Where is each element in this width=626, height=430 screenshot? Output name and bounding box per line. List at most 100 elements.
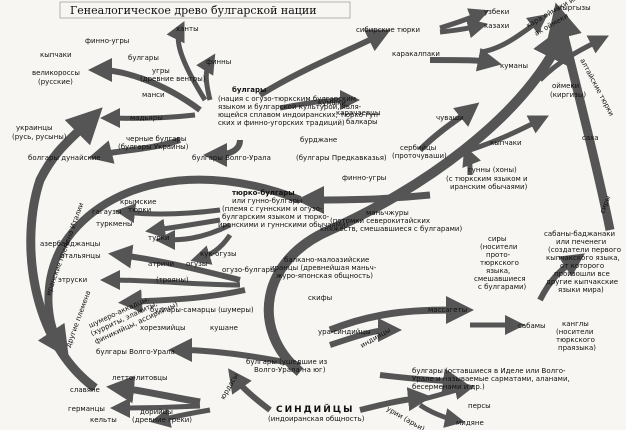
node-kumany: куманы xyxy=(500,62,528,70)
node-letto-litovtsy: летто-литовцы xyxy=(112,374,168,382)
node-protochuvashi: (проточуваши) xyxy=(392,152,447,160)
node-bulgary-ostavshiesya-1: булгары (оставшиеся в Иделе или Волго- xyxy=(412,367,566,375)
node-oguzy: огузы xyxy=(186,260,207,268)
arrow-to-bulgary-volgo-left xyxy=(168,338,301,368)
node-gagauzy: гагаузы xyxy=(92,208,121,216)
node-rus-rusyny: (русь, русыны) xyxy=(12,133,67,141)
node-bulgary-main: булгары xyxy=(232,86,266,94)
arrow-to-chuvashi xyxy=(417,102,480,153)
node-bulgary-volgo-urala-left: булгары Волго-Урала xyxy=(96,348,175,356)
node-kypchaki-mid: кыпчаки xyxy=(490,139,522,147)
arrow-to-iurdasy xyxy=(228,368,272,413)
node-ugry: угры xyxy=(152,67,170,75)
arrow-to-massagety xyxy=(328,296,474,334)
arrow-to-dorijtsy xyxy=(150,407,211,428)
node-sabany-desc-2: (создатели первого xyxy=(548,246,621,254)
node-siry-mid-desc-1: (носители xyxy=(480,243,517,251)
node-siry-mid-desc-2: прото- xyxy=(486,251,511,259)
node-oimeki: оймеки xyxy=(552,82,579,90)
node-kushane: кушане xyxy=(210,324,238,332)
node-manchzhury: маньчжуры xyxy=(366,209,409,217)
node-russkie: (русские) xyxy=(38,78,73,86)
node-kelty: кельты xyxy=(90,416,117,424)
arrow-to-gagauzy xyxy=(115,203,221,224)
node-sibirskie-tyurki: сибирские тюрки xyxy=(356,26,420,34)
node-persy: персы xyxy=(468,402,491,410)
arrow-great-left xyxy=(37,175,302,359)
arrow-to-kazakhi xyxy=(439,18,488,39)
node-khorezmiitsy: хорезмийцы xyxy=(140,324,186,332)
node-urii: урии (арьи) xyxy=(385,405,426,430)
node-etruski: этруски xyxy=(58,276,87,284)
arrow-to-madyary xyxy=(100,108,196,129)
node-gunny-desc-2: иранским обычаями) xyxy=(450,183,528,191)
node-sabany-desc-7: языки мира) xyxy=(558,286,604,294)
node-finny: финны xyxy=(206,58,231,66)
node-sindiitsy: СИНДИЙЦЫ xyxy=(276,403,354,415)
arrow-to-volgo-ural xyxy=(203,139,243,167)
node-kypchaki-top: кыпчаки xyxy=(40,51,72,59)
node-sakha: саха xyxy=(582,134,599,142)
arrow-to-kumany xyxy=(429,47,502,72)
node-madyary: мадьяры xyxy=(130,114,163,122)
arrow-to-italyantsy xyxy=(108,244,241,283)
node-bulgary-main-desc-3: ющейся сплавом индоиранских, тюрко-гун- xyxy=(218,111,381,119)
node-sabany-desc-5: произошли все xyxy=(554,270,610,278)
node-tyurko-bulgary: тюрко-булгары xyxy=(232,189,295,197)
node-krymskie: крымские xyxy=(120,198,156,206)
node-bulgary-top: булгары xyxy=(128,54,159,62)
node-bulgary-ostavshiesya-2: Урале и называемые сарматами, аланами, xyxy=(412,375,570,383)
node-tyurko-bulgary-desc-4: иранскими и гуннскими обычаями) xyxy=(218,221,349,229)
node-karachaevtsy: карачаевцы xyxy=(336,109,380,117)
node-oguzo-bulgary: огузо-булгары xyxy=(222,266,276,274)
node-bulgary-main-desc-1: (нация с огузо-тюркским булгарским xyxy=(218,95,356,103)
node-khanty: ханты xyxy=(176,25,199,33)
arrow-to-slavyane xyxy=(106,375,201,406)
arrow-to-kumyki xyxy=(279,90,360,111)
node-slavyane: славяне xyxy=(70,386,100,394)
node-kangly-desc-1: (носители xyxy=(556,328,593,336)
node-krymskie-2: тюрки xyxy=(128,206,151,214)
arrow-to-ostavshiesya xyxy=(379,368,467,393)
node-kangly-desc-3: праязыка) xyxy=(558,344,596,352)
node-italyantsy: итальянцы xyxy=(60,252,101,260)
node-manchzhury-desc-2: княжеств, смешавшиеся с булгарами) xyxy=(320,225,462,233)
node-bulgary-ushedshie-1: булгары (ушедшие из xyxy=(246,358,328,366)
node-skify: скифы xyxy=(308,294,332,302)
node-gunny: гунны (хоны) xyxy=(468,166,517,174)
node-bulgary-volgo-urala-top: булгары Волго-Урала xyxy=(192,154,271,162)
arrow-to-etruski xyxy=(100,270,241,291)
node-burdzhane: бурджане xyxy=(300,136,337,144)
node-kangly-desc-2: тюркского xyxy=(556,336,595,344)
node-kazakhi: казахи xyxy=(484,22,509,30)
node-balkary: балкары xyxy=(346,118,378,126)
node-atrichi: атричи xyxy=(148,260,174,268)
node-velikorossy: великороссы xyxy=(32,69,80,77)
node-kuk-oguzy: кук-огузы xyxy=(200,250,236,258)
node-iurdasy: юрдасы xyxy=(219,372,240,401)
node-germantsy: германцы xyxy=(68,405,105,413)
node-karakalpaki: каракалпаки xyxy=(392,50,440,58)
node-bulgary-ukrainy: (булгары Украины) xyxy=(118,143,189,151)
node-bulgary-samartsy: булгары-самарцы (шумеры) xyxy=(150,306,254,314)
node-bulgary-dunaiskie: болгары дунайские xyxy=(28,154,101,162)
node-sabany-desc-6: другие кыпчакские xyxy=(546,278,618,286)
arrow-to-kuk-oguzy xyxy=(190,233,233,265)
node-sindiitsy-desc: (индоиранская общность) xyxy=(268,415,365,423)
node-sabany: сабаны-баджанаки xyxy=(544,230,615,238)
arrow-to-shumery xyxy=(118,287,246,314)
arrow-gunny-to-tyurko xyxy=(296,185,431,214)
arrow-gunny-to-serb xyxy=(462,145,481,176)
arrow-to-turkmeny xyxy=(145,217,221,239)
page-title: Генеалогическое древо булгарской нации xyxy=(70,4,317,17)
node-chuvashi: чуваши xyxy=(436,114,464,122)
node-siry-mid-desc-4: языка, xyxy=(486,267,510,275)
node-bulgary-ostavshiesya-3: бесерменами и др.) xyxy=(412,383,485,391)
node-bulgary-main-desc-2: языком и булгарской культурой, явля- xyxy=(218,103,362,111)
arrows-layer xyxy=(26,2,615,428)
node-massagety: массагеты xyxy=(428,306,467,314)
node-chernye-bulgary: черные булгары xyxy=(126,135,186,143)
node-siry-mid: сиры xyxy=(488,235,506,243)
node-uzbeki: узбеки xyxy=(484,8,509,16)
node-vengry: (древние венгры) xyxy=(140,75,206,83)
